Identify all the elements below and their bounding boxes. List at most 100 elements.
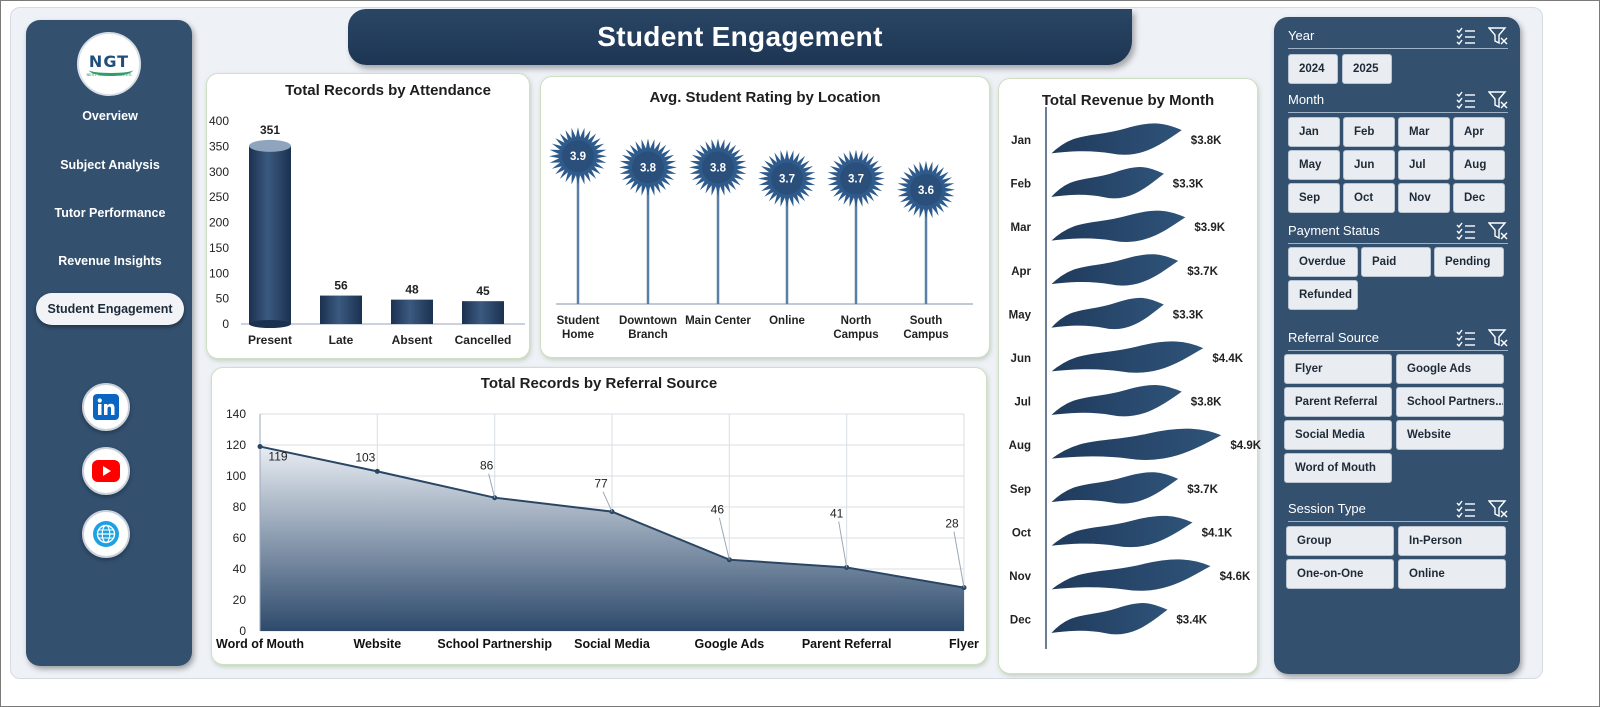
revenue-bar[interactable] (1048, 384, 1184, 418)
point-value-label: 119 (268, 450, 287, 464)
multi-select-icon[interactable] (1456, 329, 1476, 347)
multi-select-icon[interactable] (1456, 222, 1476, 240)
slicer-session-option[interactable]: In-Person (1398, 526, 1506, 556)
revenue-bar[interactable] (1048, 514, 1195, 549)
rating-value-label: 3.6 (918, 185, 934, 197)
rating-marker-core (910, 173, 942, 206)
slicer-referral-option[interactable]: Google Ads (1396, 354, 1504, 384)
nav-item-subject-analysis[interactable]: Subject Analysis (60, 158, 160, 172)
website-button[interactable] (82, 510, 130, 558)
bar-value-label: 48 (405, 283, 419, 297)
multi-select-icon[interactable] (1456, 27, 1476, 45)
revenue-bar[interactable] (1048, 296, 1166, 331)
slicer-year-option[interactable]: 2024 (1288, 54, 1338, 84)
revenue-bar[interactable] (1048, 427, 1224, 461)
slicer-month-option[interactable]: May (1288, 150, 1340, 180)
revenue-bar[interactable] (1048, 166, 1166, 200)
slicer-month-option[interactable]: Jul (1398, 150, 1450, 180)
slicer-month-option[interactable]: Sep (1288, 183, 1340, 213)
point-value-label: 77 (594, 477, 608, 491)
slicer-month-option[interactable]: Mar (1398, 117, 1450, 147)
revenue-bar[interactable] (1048, 340, 1206, 374)
slicer-month-option[interactable]: Oct (1343, 183, 1395, 213)
clear-filter-icon[interactable] (1488, 26, 1508, 45)
bar-value-label: $3.8K (1191, 135, 1222, 147)
multi-select-icon[interactable] (1456, 500, 1476, 518)
nav-item-revenue-insights[interactable]: Revenue Insights (58, 254, 162, 268)
point-value-label: 28 (945, 517, 959, 531)
slicer-referral-option[interactable]: Website (1396, 420, 1504, 450)
page-title: Student Engagement (348, 9, 1132, 65)
attendance-bar[interactable] (320, 295, 362, 324)
rating-marker-core (632, 151, 664, 184)
attendance-bar[interactable] (249, 145, 291, 324)
slicer-payment-option[interactable]: Refunded (1288, 280, 1358, 310)
point-value-label: 86 (480, 459, 494, 473)
slicer-referral-option[interactable]: School Partners... (1396, 387, 1504, 417)
y-tick-label: 60 (233, 531, 247, 545)
logo-swoosh (89, 64, 133, 76)
slicer-session-option[interactable]: One-on-One (1286, 559, 1394, 589)
slicer-payment-option[interactable]: Overdue (1288, 247, 1358, 277)
y-category-label: Feb (1011, 179, 1031, 191)
slicer-referral-option[interactable]: Parent Referral (1284, 387, 1392, 417)
slicer-month-option[interactable]: Apr (1453, 117, 1505, 147)
slicer-year-option[interactable]: 2025 (1342, 54, 1392, 84)
revenue-bar[interactable] (1048, 471, 1181, 505)
referral-point[interactable] (374, 468, 380, 474)
slicer-month-option[interactable]: Jun (1343, 150, 1395, 180)
slicer-referral-option[interactable]: Word of Mouth (1284, 453, 1392, 483)
slicer-month-option[interactable]: Aug (1453, 150, 1505, 180)
revenue-bar[interactable] (1048, 209, 1188, 243)
slicer-session-option[interactable]: Online (1398, 559, 1506, 589)
youtube-button[interactable] (82, 447, 130, 495)
revenue-bar[interactable] (1048, 558, 1213, 592)
revenue-bar[interactable] (1048, 122, 1184, 156)
referral-point[interactable] (844, 564, 850, 570)
label-leader-line (838, 521, 848, 568)
multi-select-icon[interactable] (1456, 91, 1476, 109)
referral-point[interactable] (492, 495, 498, 501)
slicer-year-header: Year (1288, 23, 1508, 49)
label-leader-line (602, 491, 613, 512)
clear-filter-icon[interactable] (1488, 499, 1508, 518)
slicer-month-option[interactable]: Jan (1288, 117, 1340, 147)
clear-filter-icon[interactable] (1488, 90, 1508, 109)
referral-point[interactable] (609, 509, 615, 515)
revenue-bar[interactable] (1048, 602, 1170, 636)
referral-point[interactable] (257, 444, 263, 450)
bar-value-label: 45 (476, 284, 490, 298)
nav-item-student-engagement[interactable]: Student Engagement (36, 293, 184, 325)
slicer-referral-option[interactable]: Social Media (1284, 420, 1392, 450)
y-tick-label: 100 (226, 469, 246, 483)
x-category-label: Flyer (949, 637, 979, 651)
referral-area (260, 446, 964, 631)
slicer-month-header: Month (1288, 87, 1508, 113)
nav-item-tutor-performance[interactable]: Tutor Performance (54, 206, 166, 220)
slicer-month-option[interactable]: Feb (1343, 117, 1395, 147)
clear-filter-icon[interactable] (1488, 221, 1508, 240)
slicer-referral-option[interactable]: Flyer (1284, 354, 1392, 384)
attendance-bar[interactable] (462, 301, 504, 324)
revenue-bar[interactable] (1048, 253, 1181, 287)
linkedin-button[interactable] (82, 383, 130, 431)
rating-value-label: 3.8 (640, 162, 657, 174)
slicer-month-option[interactable]: Dec (1453, 183, 1505, 213)
clear-filter-icon[interactable] (1488, 328, 1508, 347)
x-category-label: Google Ads (694, 637, 764, 651)
x-category-label: Campus (833, 329, 878, 341)
referral-point[interactable] (726, 557, 732, 563)
attendance-bar-base (249, 320, 291, 328)
slicer-payment-option[interactable]: Paid (1361, 247, 1431, 277)
x-category-label: Online (769, 315, 805, 327)
attendance-bar[interactable] (391, 299, 433, 324)
attendance-chart: 050100150200250300350400351Present56Late… (209, 114, 525, 347)
slicer-payment-option[interactable]: Pending (1434, 247, 1504, 277)
nav-item-overview[interactable]: Overview (82, 109, 138, 123)
slicer-month-option[interactable]: Nov (1398, 183, 1450, 213)
slicer-session-option[interactable]: Group (1286, 526, 1394, 556)
y-tick-label: 350 (209, 139, 229, 153)
